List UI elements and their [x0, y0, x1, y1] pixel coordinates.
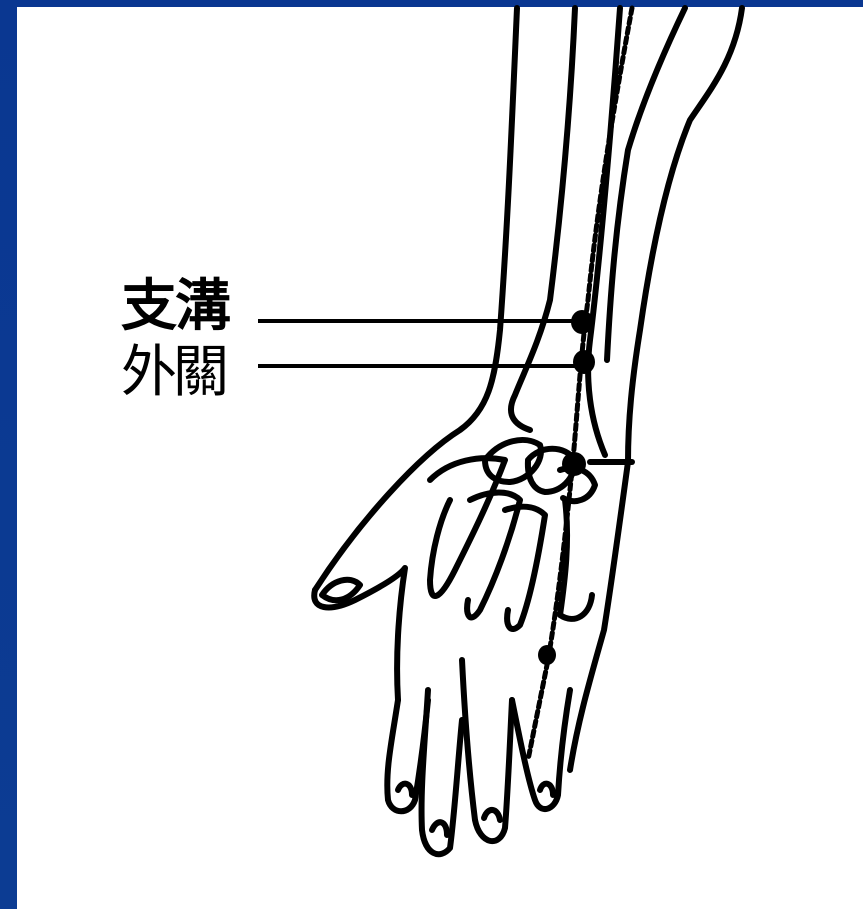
forearm-right-contour: [570, 8, 742, 770]
finger-nail-1: [398, 784, 412, 795]
finger-nail-4: [540, 784, 553, 795]
finger-nail-2: [432, 822, 447, 835]
palm-bone-2: [467, 493, 520, 618]
finger-nail-3: [484, 810, 500, 820]
point-wrist-dot: [562, 452, 586, 476]
point-waiguan-dot: [573, 350, 595, 374]
point-hand-dot: [538, 645, 556, 665]
label-waiguan: 外關: [121, 345, 225, 401]
label-zhigou: 支溝: [121, 279, 229, 335]
metacarpal-ring: [560, 500, 592, 619]
middle-finger: [422, 690, 462, 854]
